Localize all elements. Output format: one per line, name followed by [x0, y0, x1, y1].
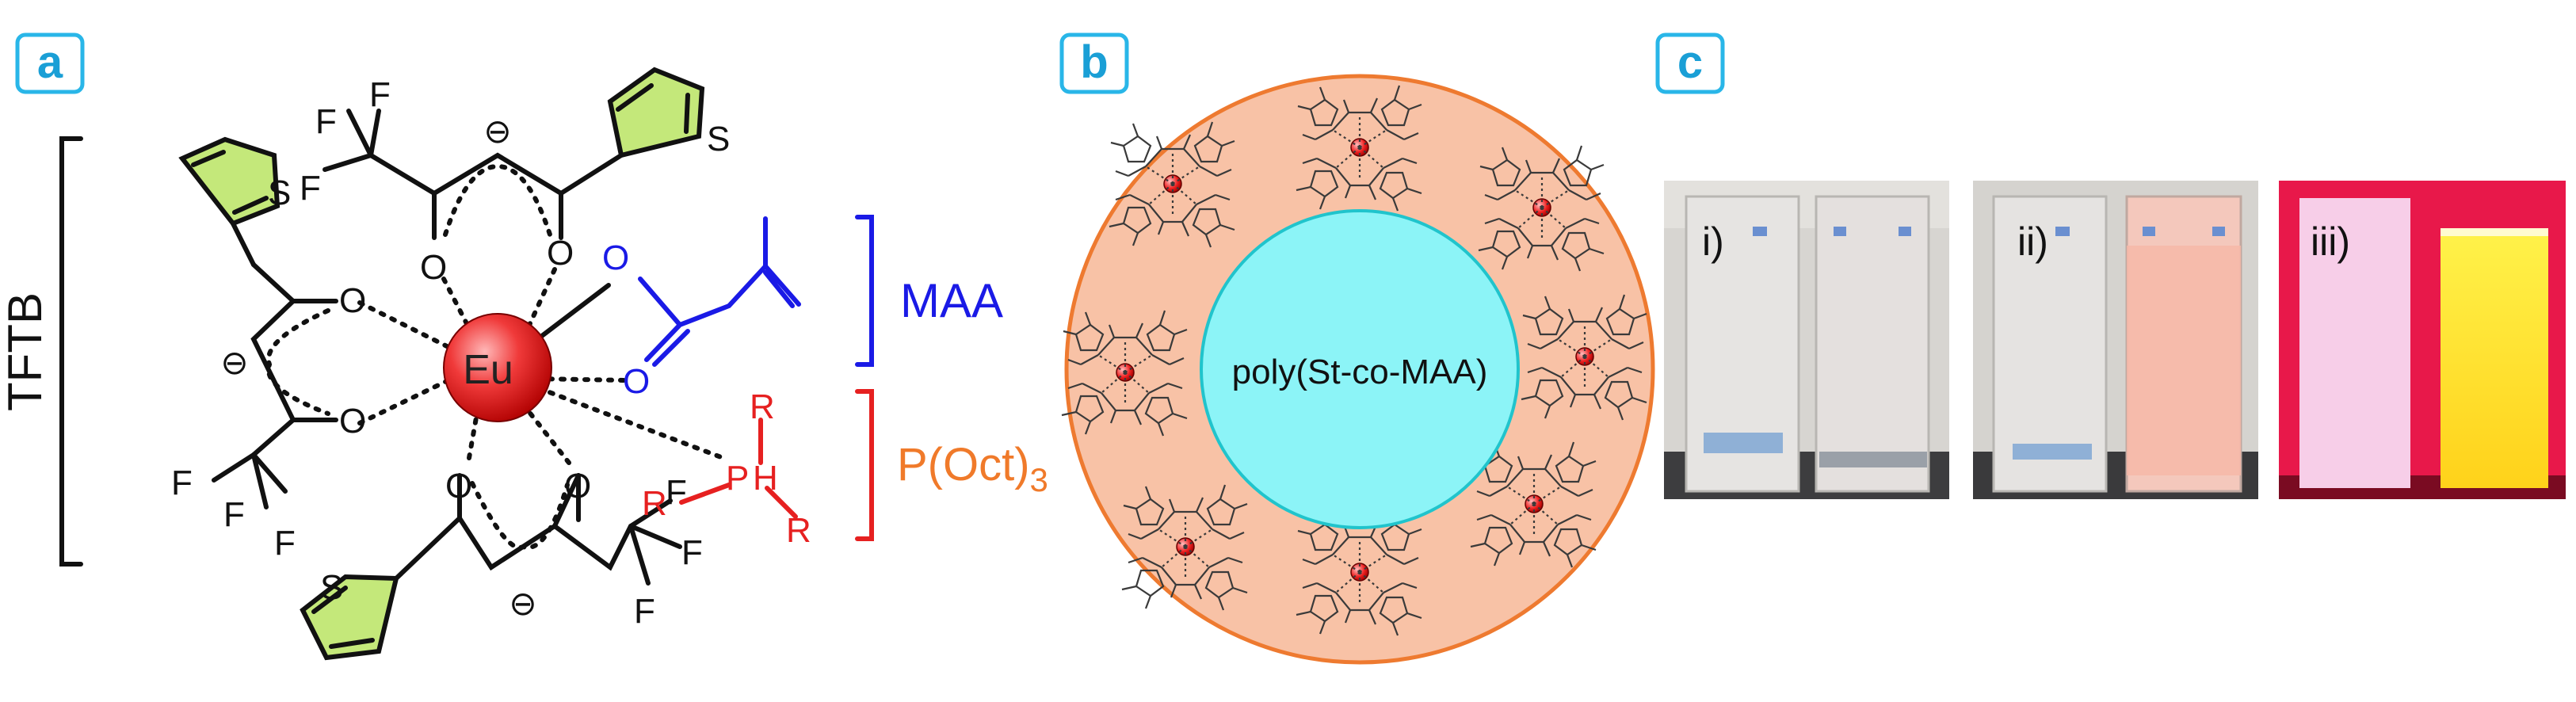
atom-s: S	[268, 174, 291, 212]
atom-f: F	[315, 102, 337, 141]
atom-s: S	[707, 120, 730, 158]
atom-s: S	[320, 568, 343, 607]
thiophene-top-left	[178, 136, 280, 227]
atom-f: F	[223, 495, 245, 534]
atom-o: O	[564, 467, 591, 506]
photo-iii-label: iii)	[2311, 219, 2350, 264]
maa-bracket	[855, 215, 874, 367]
charge-minus: ⊖	[220, 344, 248, 381]
atom-f: F	[681, 533, 703, 572]
tftb-bracket	[59, 136, 83, 567]
charge-minus: ⊖	[509, 585, 536, 622]
panel-a-structure: TFTB F F F ⊖ O O S S O O ⊖ F F	[0, 67, 1048, 661]
atom-f: F	[300, 169, 321, 208]
panel-c-photos: i) ii) iii)	[1664, 181, 2566, 499]
atom-r: R	[642, 484, 667, 523]
atom-o: O	[339, 281, 366, 320]
panel-label-c-text: c	[1677, 36, 1703, 88]
panel-label-b-text: b	[1080, 36, 1108, 88]
atom-f: F	[634, 592, 655, 631]
panel-label-b: b	[1059, 32, 1129, 94]
atom-o-maa: O	[623, 362, 650, 401]
panel-label-c: c	[1655, 32, 1725, 94]
atom-h: H	[753, 459, 778, 498]
panel-b-nanoparticle: poly(St-co-MAA)	[1060, 74, 1655, 665]
phosphine-bracket	[855, 389, 874, 541]
thiophene-bottom	[300, 574, 399, 661]
atom-p: P	[726, 459, 749, 498]
atom-f: F	[171, 464, 193, 502]
atom-r: R	[786, 511, 811, 550]
atom-o: O	[445, 467, 472, 506]
atom-f: F	[666, 473, 687, 512]
panel-label-a: a	[15, 32, 85, 94]
atom-f: F	[369, 75, 391, 114]
photo-i-label: i)	[1702, 219, 1724, 264]
maa-label: MAA	[900, 274, 1003, 327]
photo-i: i)	[1664, 181, 1949, 499]
phosphine-label: P(Oct)3	[897, 439, 1048, 498]
core	[1200, 209, 1520, 529]
thiophene-top-right	[607, 67, 705, 158]
charge-minus: ⊖	[483, 113, 511, 150]
atom-o: O	[547, 234, 574, 273]
core-label: poly(St-co-MAA)	[1232, 353, 1488, 391]
panel-label-a-text: a	[37, 36, 63, 88]
atom-f: F	[274, 524, 296, 563]
photo-ii: ii)	[1973, 181, 2258, 499]
photo-ii-label: ii)	[2017, 219, 2048, 264]
tftb-label: TFTB	[0, 292, 52, 411]
atom-o-maa: O	[602, 238, 629, 277]
photo-iii: iii)	[2279, 181, 2566, 499]
eu-atom	[443, 313, 552, 422]
atom-r: R	[750, 387, 775, 426]
eu-label: Eu	[463, 347, 513, 393]
